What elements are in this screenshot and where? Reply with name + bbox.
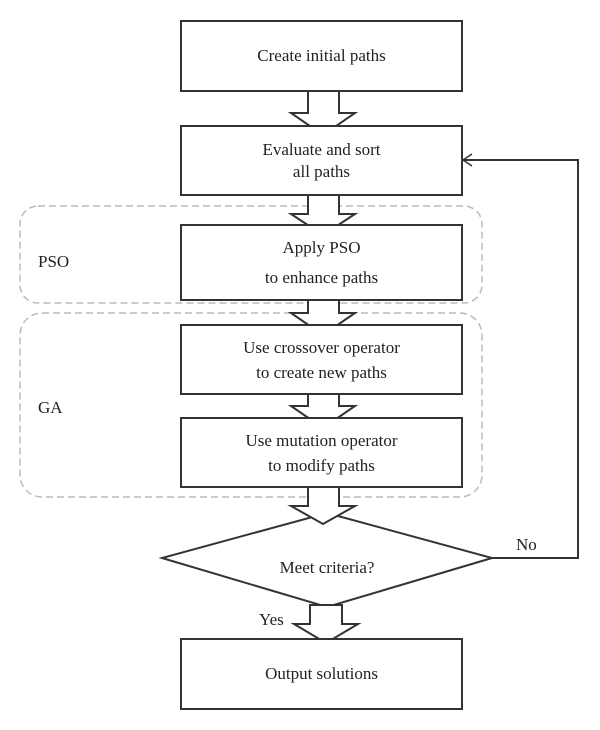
feedback-loop-line (463, 159, 579, 559)
block-arrow-create-to-evaluate (287, 90, 359, 137)
node-mutation: Use mutation operator to modify paths (180, 417, 463, 488)
edge-label-no: No (516, 535, 537, 554)
node-apply-pso: Apply PSO to enhance paths (180, 224, 463, 301)
node-crossover: Use crossover operator to create new pat… (180, 324, 463, 395)
node-text-line-1: Use mutation operator (245, 430, 398, 450)
block-arrow-criteria-to-output (290, 604, 362, 645)
edge-label-yes: Yes (259, 610, 284, 629)
node-evaluate-and-sort: Evaluate and sort all paths (180, 125, 463, 196)
node-text: Create initial paths (257, 46, 386, 65)
pso-group-container (19, 205, 483, 304)
decision-text: Meet criteria? (279, 558, 375, 577)
node-text-line-1: Evaluate and sort (262, 139, 381, 159)
pso-group-label: PSO (38, 252, 70, 271)
node-text: Output solutions (265, 664, 378, 683)
block-arrow-mutation-to-criteria (287, 486, 359, 526)
node-text-line-1: Apply PSO (282, 237, 361, 257)
node-text-line-1: Use crossover operator (243, 337, 400, 357)
node-create-initial-paths: Create initial paths (180, 20, 463, 92)
node-text-line-2: to create new paths (256, 362, 387, 382)
feedback-arrowhead-icon (461, 153, 473, 167)
ga-group-label: GA (38, 398, 63, 417)
node-text-line-2: to modify paths (268, 455, 375, 475)
node-output-solutions: Output solutions (180, 638, 463, 710)
node-text-line-2: to enhance paths (264, 267, 379, 287)
ga-group-container (19, 312, 483, 498)
node-text-line-2: all paths (292, 161, 351, 181)
